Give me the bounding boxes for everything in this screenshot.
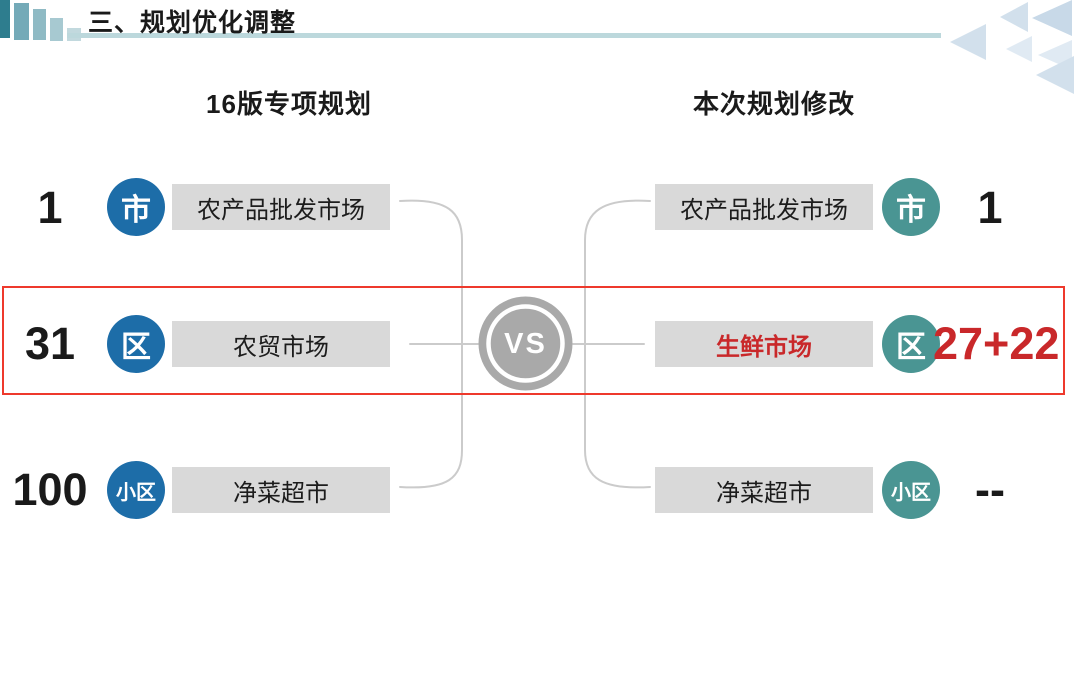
count-label: 1 xyxy=(977,182,1003,233)
level-badge: 区 xyxy=(882,315,940,373)
count-label-highlighted: 27+22 xyxy=(933,318,1060,369)
decoration-bar xyxy=(14,3,29,40)
vs-badge: VS xyxy=(478,296,573,391)
market-type-box: 农产品批发市场 xyxy=(655,184,873,230)
level-badge: 市 xyxy=(882,178,940,236)
vs-circle xyxy=(478,296,573,391)
level-badge: 小区 xyxy=(882,461,940,519)
triangle-icon xyxy=(1032,0,1072,36)
triangle-icon xyxy=(1006,36,1032,62)
level-badge: 市 xyxy=(107,178,165,236)
decoration-bar xyxy=(33,9,46,40)
market-type-box: 净菜超市 xyxy=(655,467,873,513)
count-label: 100 xyxy=(12,464,88,515)
left-bracket-connector xyxy=(399,199,463,489)
count-label: -- xyxy=(975,464,1005,515)
level-badge: 区 xyxy=(107,315,165,373)
count-label: 31 xyxy=(24,318,76,369)
market-type-box-highlighted: 生鲜市场 xyxy=(655,321,873,367)
column-header-new-plan: 本次规划修改 xyxy=(692,89,855,119)
column-header-old-plan: 16版专项规划 xyxy=(206,89,372,119)
triangle-icon xyxy=(1000,2,1028,32)
triangle-icon xyxy=(950,24,986,60)
vs-ring xyxy=(486,304,565,383)
right-bracket-connector xyxy=(584,199,651,489)
decoration-bar xyxy=(50,18,63,41)
title-underline xyxy=(67,33,941,38)
level-badge: 小区 xyxy=(107,461,165,519)
market-type-box: 净菜超市 xyxy=(172,467,390,513)
market-type-box: 农产品批发市场 xyxy=(172,184,390,230)
count-label: 1 xyxy=(37,182,63,233)
slide-title: 三、规划优化调整 xyxy=(88,9,297,37)
market-type-box: 农贸市场 xyxy=(172,321,390,367)
decoration-bar xyxy=(0,0,10,38)
vs-label: VS xyxy=(504,328,547,360)
